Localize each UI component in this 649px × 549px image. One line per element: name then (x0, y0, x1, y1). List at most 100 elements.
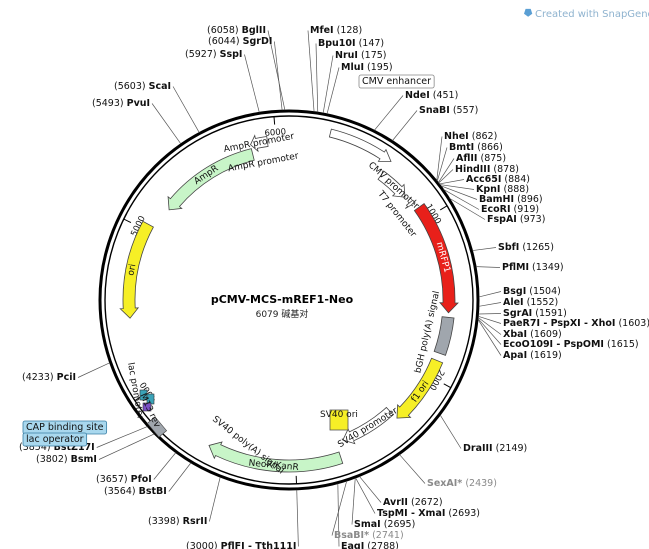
enzyme-site: SmaI (2695) (354, 519, 415, 530)
enzyme-leader (477, 317, 502, 335)
enzyme-name: KpnI (476, 184, 500, 195)
enzyme-position: (1619) (530, 350, 562, 361)
enzyme-leader (267, 30, 286, 111)
enzyme-name: BsgI (503, 286, 526, 297)
enzyme-leader (274, 41, 283, 111)
enzyme-position: (451) (433, 90, 459, 101)
enzyme-leader (478, 291, 502, 298)
feature-cmv-enhancer (328, 128, 392, 162)
ruler-tick (439, 205, 448, 211)
enzyme-site: HindIII (878) (455, 164, 519, 175)
enzyme-position: (1349) (532, 262, 564, 273)
ruler-tick (273, 116, 276, 125)
enzyme-leader (172, 86, 200, 133)
enzyme-name: EcoO109I - PspOMI (503, 339, 604, 350)
enzyme-position: (5927) (185, 49, 217, 60)
enzyme-site: (3854) BstZ17I (19, 442, 95, 453)
enzyme-leader (374, 95, 404, 131)
enzyme-leader (436, 147, 448, 182)
enzyme-position: (175) (361, 50, 387, 61)
enzyme-name: BstZ17I (54, 442, 95, 453)
enzyme-name: NdeI (405, 90, 430, 101)
enzyme-site: PflMI (1349) (502, 262, 564, 273)
enzyme-name: BstBI (139, 486, 167, 497)
enzyme-position: (862) (472, 131, 498, 142)
enzyme-site: MfeI (128) (310, 25, 362, 36)
enzyme-leader (392, 110, 418, 141)
enzyme-name: MfeI (310, 25, 334, 36)
enzyme-site: BamHI (896) (479, 194, 543, 205)
feature-sv40-promoter (342, 406, 394, 445)
m13-rev-mark (142, 402, 152, 412)
enzyme-site: ApaI (1619) (503, 350, 562, 361)
enzyme-position: (973) (520, 214, 546, 225)
enzyme-position: (128) (337, 25, 363, 36)
enzyme-name: SnaBI (419, 105, 450, 116)
enzyme-site: (6058) BglII (207, 25, 266, 36)
enzyme-leader (351, 478, 356, 525)
feature-ampr (167, 148, 255, 211)
feature-mrfp1 (413, 203, 459, 314)
enzyme-site: NruI (175) (335, 50, 387, 61)
enzyme-leader (478, 302, 502, 307)
enzyme-position: (3398) (148, 516, 180, 527)
enzyme-name: SmaI (354, 519, 381, 530)
sv40-ori-box (329, 409, 349, 431)
enzyme-leader (443, 189, 480, 210)
enzyme-leader (477, 318, 502, 345)
enzyme-site: PaeR7I - PspXI - XhoI (1603) (503, 318, 649, 329)
enzyme-name: NheI (444, 131, 469, 142)
enzyme-name: XbaI (503, 329, 527, 340)
enzyme-site: (4233) PciI (22, 372, 76, 383)
ruler-tick (443, 383, 452, 389)
feature-neo-kan (208, 441, 344, 473)
enzyme-position: (1609) (530, 329, 562, 340)
backbone-inner (104, 115, 474, 485)
inner-label: SV40 ori (320, 410, 358, 420)
enzyme-name: BamHI (479, 194, 514, 205)
enzyme-site: (3802) BsmI (36, 454, 97, 465)
enzyme-name: PciI (57, 372, 76, 383)
enzyme-leader (439, 179, 465, 185)
enzyme-name: PvuI (127, 98, 150, 109)
enzyme-site: EagI (2788) (341, 541, 399, 549)
plasmid-name: pCMV-MCS-mREF1-Neo (211, 293, 354, 306)
enzyme-site: SbfI (1265) (498, 242, 554, 253)
enzyme-name: FspAI (487, 214, 517, 225)
enzyme-name: EcoRI (481, 204, 511, 215)
enzyme-leader (438, 158, 455, 183)
enzyme-leader (439, 184, 475, 190)
feature-ori (119, 220, 154, 319)
enzyme-leader (439, 414, 462, 449)
enzyme-site: Acc65I (884) (466, 174, 530, 185)
enzyme-position: (1591) (535, 308, 567, 319)
enzyme-position: (557) (453, 105, 479, 116)
ruler-tick (123, 218, 132, 224)
enzyme-site: KpnI (888) (476, 184, 529, 195)
enzyme-labels: (6058) BglII(6044) SgrDI(5927) SspI(5603… (19, 25, 649, 549)
enzyme-site: (3398) RsrII (148, 516, 207, 527)
enzyme-name: SgrDI (243, 36, 273, 47)
enzyme-name: ScaI (149, 81, 171, 92)
feature-cmv-promoter (377, 170, 406, 198)
enzyme-name: PfoI (131, 474, 152, 485)
ruler-label: 6000 (264, 127, 286, 139)
enzyme-name: AleI (503, 297, 524, 308)
enzyme-name: PaeR7I - PspXI - XhoI (503, 318, 615, 329)
enzyme-position: (2439) (465, 478, 497, 489)
feature-bgh-polya (433, 316, 455, 356)
enzyme-site: FspAI (973) (487, 214, 545, 225)
enzyme-leader (478, 315, 502, 324)
enzyme-leader (326, 67, 340, 114)
feature-label-neo-kan: NeoR/KanR (248, 458, 299, 473)
enzyme-position: (2672) (411, 497, 443, 508)
enzyme-name: BglII (242, 25, 266, 36)
enzyme-position: (3657) (96, 474, 128, 485)
enzyme-name: SexAI* (427, 478, 462, 489)
feature-f1-ori (396, 357, 444, 419)
enzyme-leader (449, 197, 486, 220)
enzyme-name: HindIII (455, 164, 490, 175)
enzyme-site: EcoRI (919) (481, 204, 539, 215)
enzyme-leader (331, 480, 348, 536)
